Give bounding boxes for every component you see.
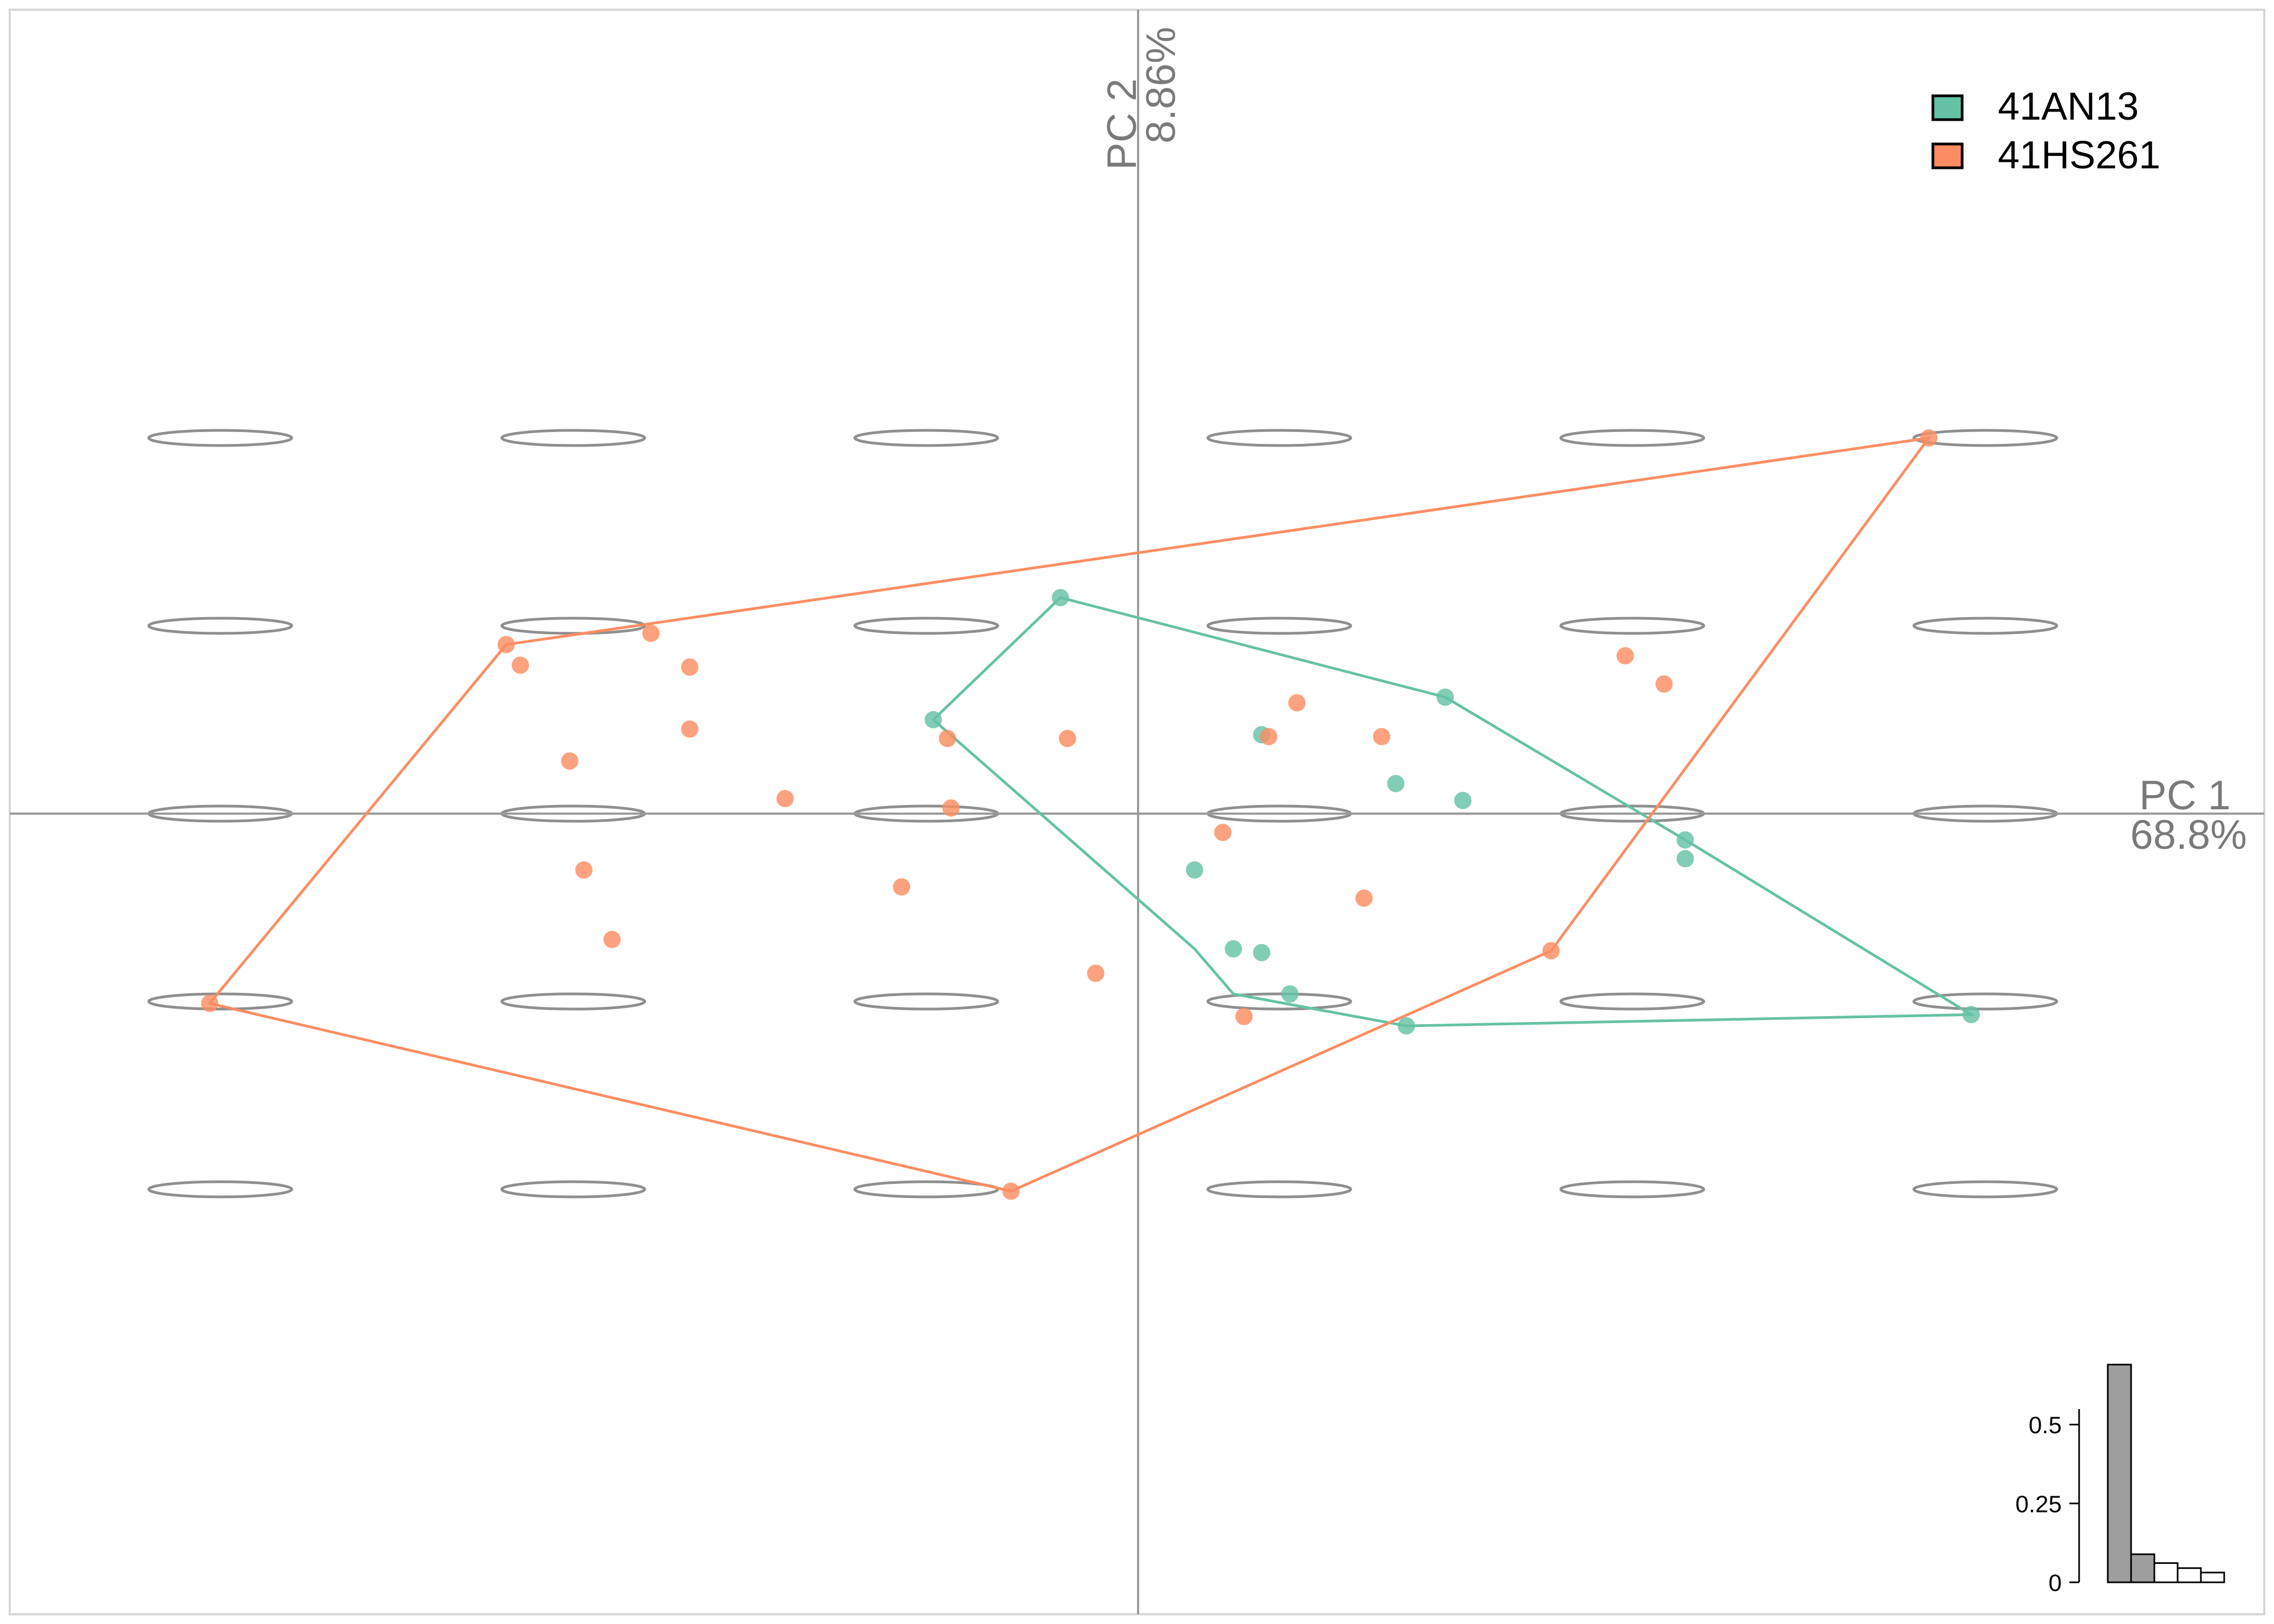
legend-label-41HS261: 41HS261	[1998, 134, 2160, 177]
point-41HS261	[1002, 1182, 1020, 1200]
x-axis-variance: 68.8%	[2131, 812, 2247, 858]
background-ellipse	[1912, 1180, 2059, 1199]
background-ellipse	[147, 617, 293, 635]
point-41HS261	[1373, 728, 1390, 745]
background-ellipse	[500, 992, 646, 1011]
point-41HS261	[681, 658, 698, 676]
point-41HS261	[776, 790, 794, 808]
hull-41AN13	[931, 596, 1976, 1027]
point-41HS261	[603, 931, 621, 948]
point-41AN13	[1397, 1017, 1415, 1035]
point-41AN13	[1436, 688, 1454, 706]
x-axis-label: PC 1	[2139, 772, 2231, 818]
legend: 41AN13 41HS261	[1931, 85, 2160, 177]
point-41HS261	[1616, 647, 1634, 665]
point-41HS261	[1087, 964, 1105, 982]
point-41HS261	[893, 878, 911, 896]
eigen-tick-label: 0	[2049, 1570, 2062, 1596]
background-ellipse	[147, 1180, 293, 1199]
point-41AN13	[1676, 850, 1694, 868]
point-41HS261	[201, 994, 219, 1012]
point-41HS261	[1058, 730, 1076, 748]
point-41HS261	[497, 636, 515, 653]
eigen-bar	[2200, 1571, 2225, 1583]
point-41AN13	[1253, 944, 1271, 961]
eigen-bar	[2107, 1364, 2132, 1583]
eigen-tick-label: 0.5	[2029, 1412, 2062, 1439]
point-41HS261	[942, 799, 960, 817]
data-points	[201, 429, 1980, 1200]
point-41HS261	[642, 624, 660, 642]
eigen-tick-label: 0.25	[2015, 1491, 2062, 1517]
eigen-bar	[2177, 1567, 2202, 1583]
point-41HS261	[1655, 675, 1673, 693]
background-ellipse	[1206, 992, 1352, 1011]
background-ellipse	[1912, 617, 2059, 635]
legend-swatch-41HS261	[1931, 142, 1964, 169]
background-ellipse	[853, 617, 999, 635]
point-41AN13	[1225, 940, 1243, 958]
legend-label-41AN13: 41AN13	[1998, 85, 2139, 128]
background-ellipse	[1559, 617, 1706, 635]
point-41HS261	[681, 720, 698, 738]
background-ellipse	[853, 992, 999, 1011]
y-axis-label: PC 2	[1099, 78, 1145, 170]
point-41HS261	[1288, 694, 1306, 712]
point-41HS261	[1355, 889, 1373, 907]
background-ellipse	[1559, 1180, 1706, 1199]
background-ellipse	[1206, 429, 1352, 447]
background-ellipse	[1206, 1180, 1352, 1199]
point-41AN13	[1962, 1006, 1980, 1024]
point-41HS261	[938, 730, 956, 748]
point-41HS261	[575, 861, 593, 879]
point-41AN13	[1051, 588, 1069, 606]
legend-swatch-41AN13	[1931, 94, 1964, 121]
point-41AN13	[1676, 831, 1694, 849]
point-41AN13	[1186, 861, 1204, 879]
point-41AN13	[924, 711, 942, 729]
point-41AN13	[1454, 791, 1472, 809]
y-axis-variance: 8.86%	[1138, 27, 1184, 144]
point-41HS261	[1920, 429, 1938, 447]
eigen-bar	[2130, 1553, 2155, 1583]
point-41HS261	[1235, 1007, 1253, 1025]
hull-41HS261	[207, 436, 1932, 1193]
background-ellipse	[853, 429, 999, 447]
background-ellipse	[1912, 429, 2059, 447]
background-ellipse	[1912, 992, 2059, 1011]
eigenvalue-barplot: 0 0.25 0.5	[2015, 1364, 2225, 1596]
background-ellipse	[500, 1180, 646, 1199]
point-41HS261	[1542, 942, 1560, 960]
point-41AN13	[1281, 985, 1299, 1003]
point-41AN13	[1387, 775, 1404, 793]
background-ellipse	[147, 992, 293, 1011]
background-ellipse	[1559, 429, 1706, 447]
background-ellipse	[1559, 992, 1706, 1011]
background-ellipse	[147, 429, 293, 447]
eigen-bar	[2153, 1562, 2179, 1583]
background-ellipse	[500, 429, 646, 447]
point-41HS261	[512, 656, 529, 674]
axes	[10, 10, 2264, 1614]
point-41HS261	[561, 752, 579, 770]
point-41HS261	[1214, 823, 1232, 841]
background-ellipse	[1206, 617, 1352, 635]
background-ellipse	[500, 617, 646, 635]
point-41HS261	[1260, 728, 1278, 745]
